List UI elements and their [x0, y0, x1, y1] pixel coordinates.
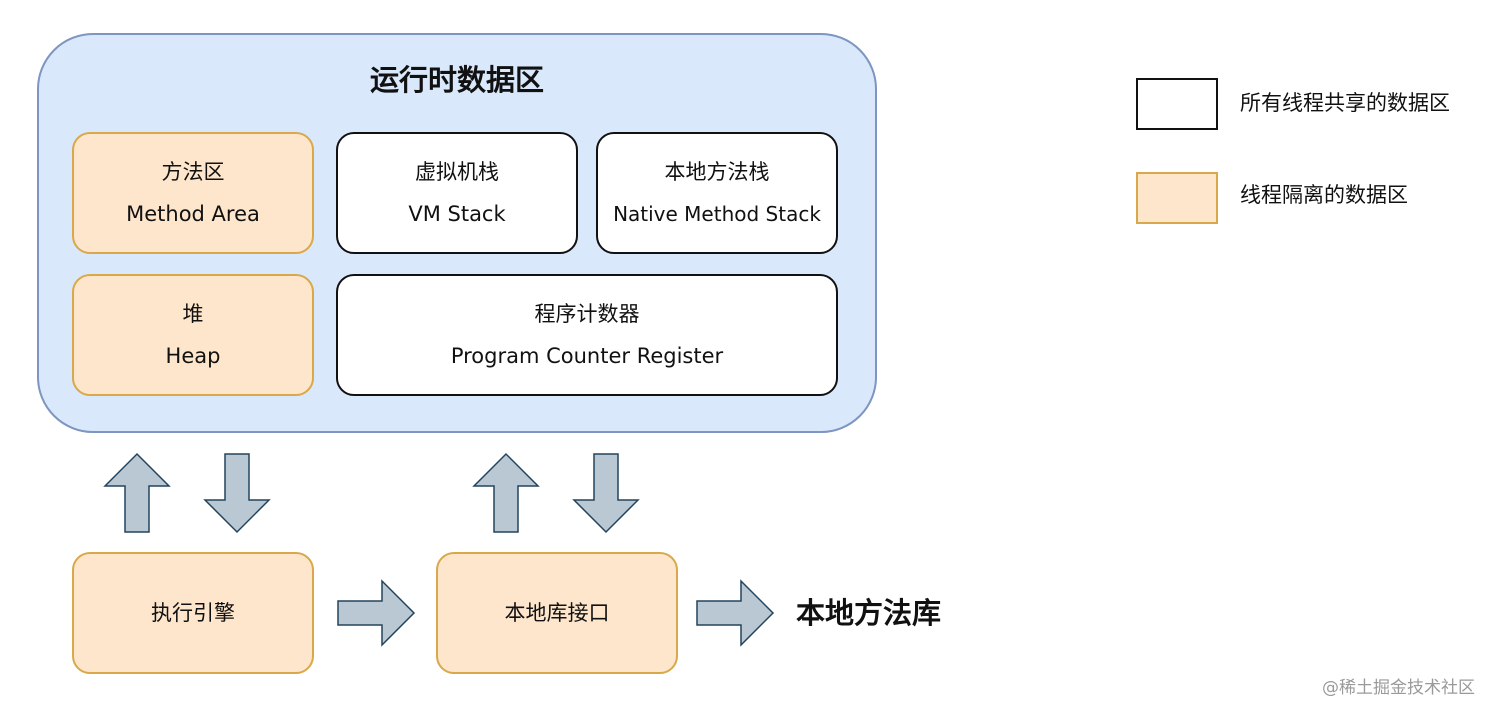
- program-counter-en: Program Counter Register: [450, 344, 724, 368]
- vm-stack-zh: 虚拟机栈: [415, 160, 499, 184]
- heap-box: 堆 Heap: [72, 274, 314, 396]
- right-arrow-icon: [696, 579, 775, 647]
- native-interface-label: 本地库接口: [504, 601, 610, 625]
- legend-label-shared: 所有线程共享的数据区: [1240, 91, 1450, 115]
- program-counter-zh: 程序计数器: [534, 302, 640, 326]
- execution-engine-label: 执行引擎: [151, 601, 235, 625]
- up-arrow-icon: [103, 452, 171, 533]
- execution-engine-box: 执行引擎: [72, 552, 314, 674]
- legend-swatch-shared: [1136, 78, 1218, 130]
- native-interface-box: 本地库接口: [436, 552, 678, 674]
- heap-zh: 堆: [182, 302, 204, 326]
- right-arrow-icon: [337, 579, 416, 647]
- native-method-stack-zh: 本地方法栈: [664, 160, 770, 184]
- runtime-data-area-title: 运行时数据区: [369, 63, 544, 97]
- method-area-zh: 方法区: [161, 160, 225, 184]
- vm-stack-box: 虚拟机栈 VM Stack: [336, 132, 578, 254]
- down-arrow-icon: [572, 453, 640, 534]
- native-method-stack-box: 本地方法栈 Native Method Stack: [596, 132, 838, 254]
- up-arrow-icon: [472, 452, 540, 533]
- legend-swatch-isolated: [1136, 172, 1218, 224]
- vm-stack-en: VM Stack: [408, 202, 506, 226]
- method-area-en: Method Area: [126, 202, 260, 226]
- watermark: @稀土掘金技术社区: [1322, 678, 1475, 698]
- native-library-label: 本地方法库: [796, 596, 942, 630]
- heap-en: Heap: [165, 344, 221, 368]
- program-counter-box: 程序计数器 Program Counter Register: [336, 274, 838, 396]
- native-method-stack-en: Native Method Stack: [613, 202, 821, 226]
- method-area-box: 方法区 Method Area: [72, 132, 314, 254]
- legend-label-isolated: 线程隔离的数据区: [1240, 183, 1408, 207]
- down-arrow-icon: [203, 453, 271, 534]
